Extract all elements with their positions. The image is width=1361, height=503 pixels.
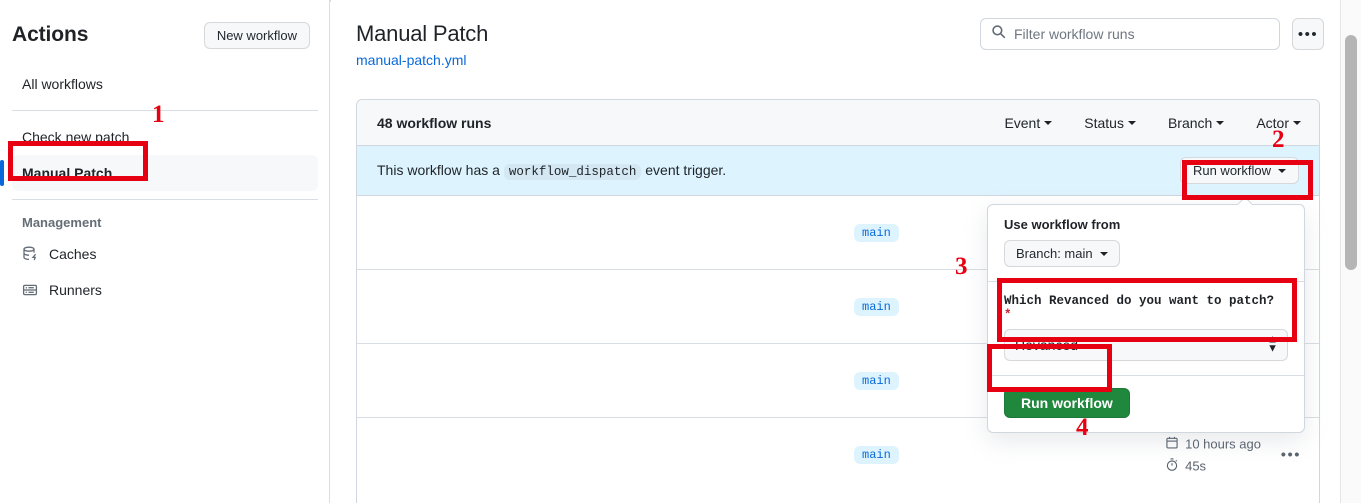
dispatch-text-before: This workflow has a [377, 162, 500, 178]
chevron-down-icon [1278, 168, 1286, 173]
sidebar-item-caches[interactable]: Caches [12, 236, 318, 272]
sidebar-item-manual-patch[interactable]: Manual Patch [0, 155, 318, 191]
sidebar-header: Actions New workflow [0, 18, 330, 52]
filter-actor-dropdown[interactable]: Actor [1256, 115, 1301, 131]
branch-badge: main [854, 446, 899, 464]
page-scrollbar-thumb[interactable] [1345, 35, 1357, 270]
workflow-dispatch-banner: This workflow has a workflow_dispatch ev… [357, 146, 1319, 196]
sidebar-item-label: Caches [49, 246, 97, 262]
dispatch-text-after: event trigger. [645, 162, 727, 178]
use-workflow-from-label: Use workflow from [1004, 217, 1121, 232]
new-workflow-button[interactable]: New workflow [203, 21, 310, 49]
table-row[interactable]: main [357, 196, 1319, 270]
sidebar-item-label: Check new patch [22, 129, 130, 145]
revanced-select[interactable]: Revanced [1004, 329, 1288, 361]
sidebar-item-label: Manual Patch [22, 165, 113, 181]
branch-badge: main [854, 371, 899, 390]
page-title: Manual Patch [356, 21, 489, 46]
branch-select-label: Branch: main [1016, 246, 1093, 261]
sidebar-group-management: Management [22, 214, 102, 230]
filter-label: Branch [1167, 114, 1213, 131]
filter-label: Status [1084, 114, 1124, 131]
chevron-down-icon [1099, 251, 1108, 256]
run-workflow-submit-button[interactable]: Run workflow [1004, 388, 1130, 418]
row-overflow-menu-button[interactable]: ••• [1280, 446, 1301, 464]
chevron-down-icon [1216, 120, 1225, 125]
row-date: 10 hours ago [1165, 436, 1261, 453]
run-workflow-dropdown-button[interactable]: Run workflow [1179, 157, 1299, 184]
row-date-text: 10 hours ago [1185, 436, 1261, 452]
use-workflow-from-section: Use workflow from Branch: main [988, 205, 1304, 281]
branch-badge: main [854, 297, 899, 316]
chevron-down-icon [1127, 120, 1136, 125]
sidebar: Actions New workflow All workflows Check… [0, 0, 330, 503]
chevron-down-icon [1293, 120, 1301, 125]
filter-branch-dropdown[interactable]: Branch [1167, 114, 1225, 131]
main-content: Manual Patch manual-patch.yml ••• 48 wor… [331, 0, 1340, 503]
run-workflow-dropdown-panel: Use workflow from Branch: main Which Rev… [987, 204, 1305, 433]
sidebar-item-runners[interactable]: Runners [12, 272, 318, 308]
search-icon [991, 24, 1006, 44]
branch-select-button[interactable]: Branch: main [1004, 240, 1120, 267]
calendar-icon [1165, 436, 1179, 453]
run-workflow-button-label: Run workflow [1192, 163, 1271, 178]
filter-workflow-runs-field[interactable] [980, 18, 1280, 50]
sidebar-nav: All workflows Check new patch Manual Pat… [0, 66, 330, 308]
page-scrollbar-track[interactable] [1340, 0, 1361, 503]
dispatch-event-code: workflow_dispatch [503, 164, 642, 180]
revanced-select-wrapper: Revanced ▲▼ [1004, 329, 1288, 361]
filter-group: Event Status Branch Actor [1004, 115, 1301, 131]
workflow-runs-count: 48 workflow runs [377, 114, 492, 131]
branch-badge: main [854, 223, 899, 242]
required-marker: * [1004, 308, 1012, 322]
sidebar-item-label: Runners [49, 282, 102, 298]
table-row[interactable]: main 10 hours ago [357, 418, 1319, 492]
row-metadata: 10 hours ago 45s [1165, 436, 1261, 475]
filter-label: Actor [1256, 114, 1289, 131]
filter-status-dropdown[interactable]: Status [1084, 115, 1136, 131]
sidebar-item-label: All workflows [22, 76, 103, 92]
sidebar-divider-1 [12, 110, 318, 111]
filter-event-dropdown[interactable]: Event [1004, 114, 1053, 131]
page-overflow-menu-button[interactable]: ••• [1292, 18, 1324, 50]
sidebar-item-check-new-patch[interactable]: Check new patch [12, 119, 318, 155]
revanced-input-label-text: Which Revanced do you want to patch? [1004, 294, 1275, 308]
sidebar-title: Actions [12, 23, 89, 46]
chevron-down-icon [1044, 120, 1053, 125]
table-row[interactable]: main [357, 270, 1319, 344]
row-duration-text: 45s [1185, 458, 1207, 474]
sidebar-divider-2 [12, 199, 318, 200]
workflow-file-link[interactable]: manual-patch.yml [356, 52, 467, 68]
stopwatch-icon [1165, 458, 1179, 475]
workflow-dispatch-text: This workflow has a workflow_dispatch ev… [377, 162, 727, 180]
sidebar-item-all-workflows[interactable]: All workflows [12, 66, 318, 102]
workflow-inputs-section: Which Revanced do you want to patch? * R… [988, 281, 1304, 375]
submit-section: Run workflow [988, 375, 1304, 432]
row-duration: 45s [1165, 458, 1206, 475]
workflow-runs-header: 48 workflow runs Event Status Branch [357, 100, 1319, 146]
filter-label: Event [1004, 114, 1041, 131]
cache-icon [22, 246, 40, 262]
revanced-input-label: Which Revanced do you want to patch? * [1004, 294, 1288, 322]
search-input[interactable] [1014, 20, 1269, 48]
runners-icon [22, 282, 40, 298]
dropdown-caret-icon [1238, 197, 1252, 205]
